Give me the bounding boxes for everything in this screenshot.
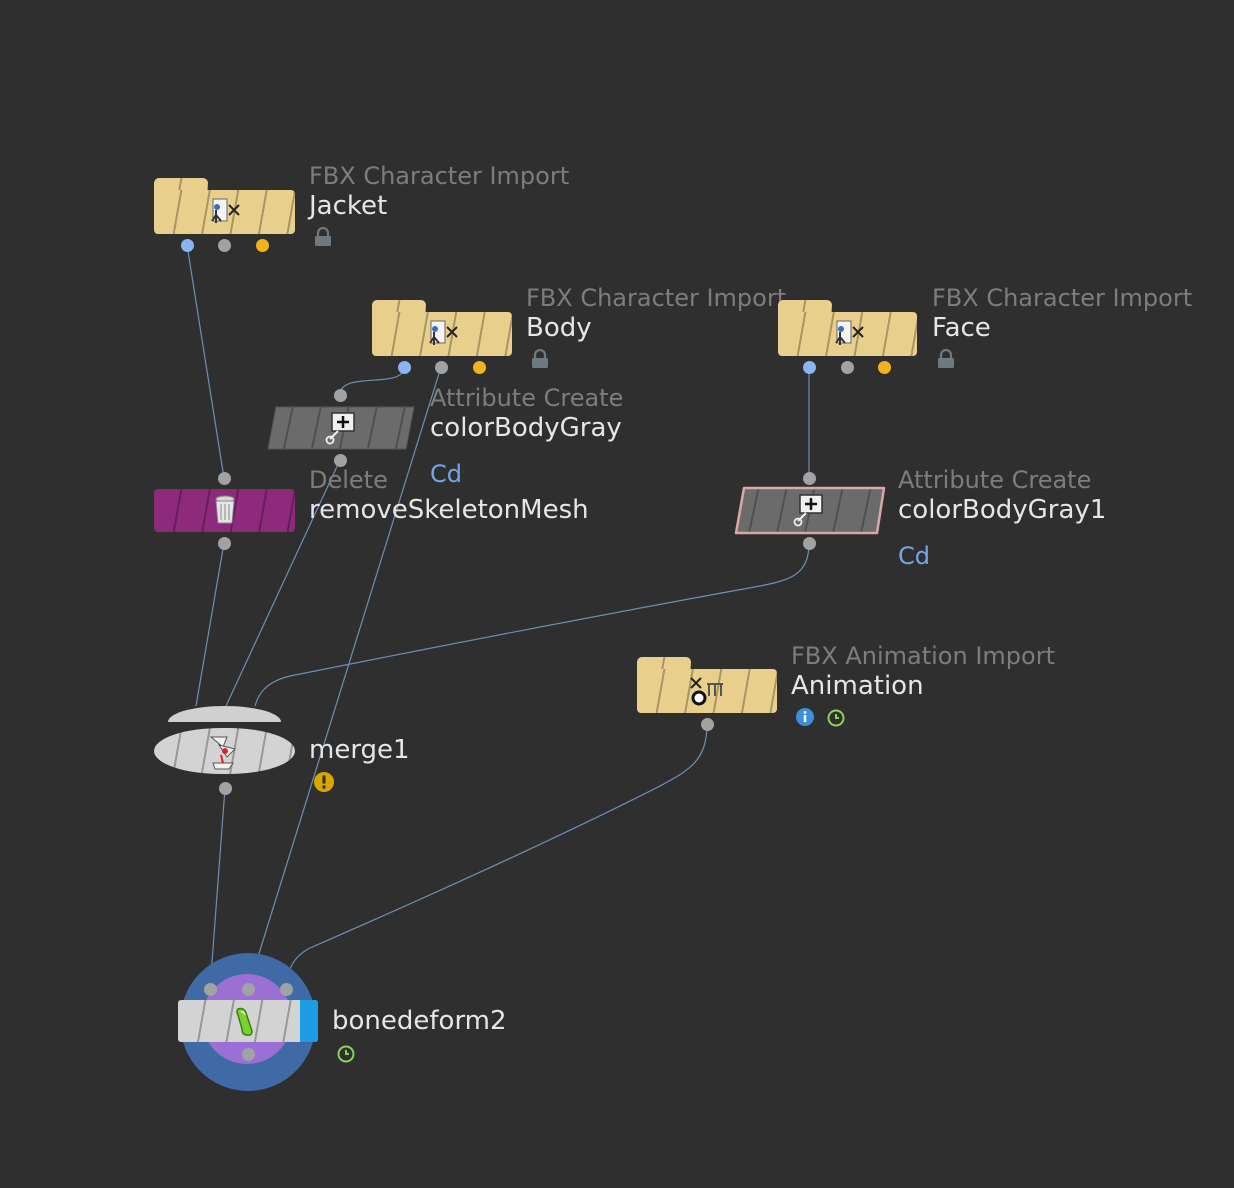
jacket-name-label[interactable]: Jacket [309, 191, 388, 221]
warning-icon[interactable] [313, 771, 335, 797]
face-type-label: FBX Character Import [932, 284, 1193, 312]
animation-type-label: FBX Animation Import [791, 642, 1055, 670]
wire-animation-to-bonedeform [285, 723, 708, 990]
wire-body-to-colorbodygray [339, 366, 405, 396]
face-name-label[interactable]: Face [932, 313, 991, 343]
colorbodygray1-name-label[interactable]: colorBodyGray1 [898, 495, 1107, 525]
jacket-output-port-3[interactable] [256, 239, 269, 252]
fbx-animation-icon [687, 673, 727, 709]
removeskeletonmesh-input-port[interactable] [218, 472, 231, 485]
colorbodygray-attribute-label: Cd [430, 460, 462, 488]
bonedeform2-name-label[interactable]: bonedeform2 [332, 1006, 507, 1036]
lock-icon[interactable] [314, 226, 332, 251]
body-name-label[interactable]: Body [526, 313, 592, 343]
colorbodygray1-attribute-label: Cd [898, 542, 930, 570]
jacket-type-label: FBX Character Import [309, 162, 570, 190]
node-animation[interactable] [637, 657, 777, 713]
body-type-label: FBX Character Import [526, 284, 787, 312]
removeskeletonmesh-output-port[interactable] [218, 537, 231, 550]
bonedeform2-input-port-3[interactable] [280, 983, 293, 996]
colorbodygray-name-label[interactable]: colorBodyGray [430, 413, 622, 443]
bonedeform2-input-port-2[interactable] [242, 983, 255, 996]
body-output-port-3[interactable] [473, 361, 486, 374]
wire-jacket-to-delete [186, 244, 225, 479]
body-output-port-2[interactable] [435, 361, 448, 374]
time-dependent-icon[interactable] [827, 709, 845, 731]
colorbodygray-type-label: Attribute Create [430, 384, 624, 412]
bonedeform2-input-port-1[interactable] [204, 983, 217, 996]
node-jacket[interactable] [154, 178, 295, 234]
bonedeform2-output-port[interactable] [242, 1048, 255, 1061]
fbx-character-icon [424, 316, 462, 352]
node-colorbodygray1[interactable] [732, 486, 888, 535]
wire-merge-to-bonedeform [209, 787, 226, 990]
info-icon[interactable] [795, 707, 815, 731]
time-dependent-icon[interactable] [337, 1045, 355, 1067]
attribute-create-icon [323, 410, 359, 446]
wire-body-to-bonedeform [247, 366, 442, 990]
bone-deform-icon [228, 1002, 268, 1040]
merge-input-bar[interactable] [168, 706, 281, 722]
lock-icon[interactable] [937, 348, 955, 373]
animation-name-label[interactable]: Animation [791, 671, 924, 701]
colorbodygray1-type-label: Attribute Create [898, 466, 1092, 494]
display-flag[interactable] [300, 1000, 318, 1042]
face-output-port-2[interactable] [841, 361, 854, 374]
removeskeletonmesh-name-label[interactable]: removeSkeletonMesh [309, 495, 589, 525]
wire-colorbodygray1-to-merge [254, 542, 810, 707]
colorbodygray1-input-port[interactable] [803, 472, 816, 485]
node-merge1[interactable] [154, 706, 295, 774]
merge1-name-label[interactable]: merge1 [309, 735, 410, 765]
body-output-port-1[interactable] [398, 361, 411, 374]
fbx-character-icon [830, 316, 868, 352]
jacket-output-port-1[interactable] [181, 239, 194, 252]
merge1-output-port[interactable] [219, 782, 232, 795]
node-bonedeform2[interactable] [178, 953, 318, 1091]
merge-icon [204, 730, 244, 772]
node-body[interactable] [372, 300, 512, 356]
trash-icon [207, 492, 243, 528]
colorbodygray1-output-port[interactable] [803, 537, 816, 550]
jacket-output-port-2[interactable] [218, 239, 231, 252]
animation-output-port[interactable] [701, 718, 714, 731]
colorbodygray-output-port[interactable] [334, 454, 347, 467]
removeskeletonmesh-type-label: Delete [309, 466, 388, 494]
node-removeskeletonmesh[interactable] [154, 489, 295, 532]
wire-delete-to-merge [195, 542, 225, 707]
face-output-port-1[interactable] [803, 361, 816, 374]
node-face[interactable] [778, 300, 917, 356]
wire-colorbodygray-to-merge [225, 459, 341, 707]
node-colorbodygray[interactable] [266, 406, 416, 450]
attribute-create-icon [791, 492, 827, 528]
face-output-port-3[interactable] [878, 361, 891, 374]
colorbodygray-input-port[interactable] [334, 389, 347, 402]
fbx-character-icon [206, 194, 244, 230]
lock-icon[interactable] [531, 348, 549, 373]
